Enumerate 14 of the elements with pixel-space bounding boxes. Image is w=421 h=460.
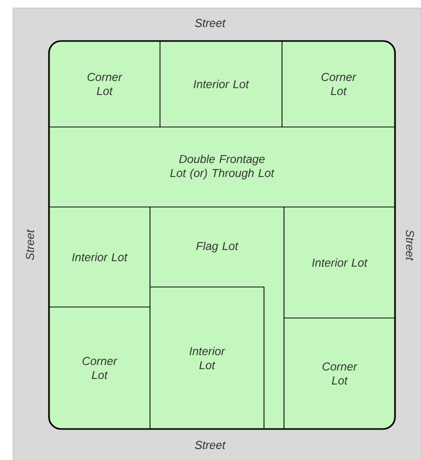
street-label: Street [26, 229, 34, 260]
lot-parcel: Interior Lot [284, 206, 395, 318]
city-block [48, 40, 396, 430]
street-label: Street [195, 18, 226, 28]
lot-parcel: Corner Lot [49, 41, 160, 128]
lot-parcel: Interior Lot [49, 206, 150, 308]
street-label: Street [406, 230, 414, 261]
lot-parcel: Corner Lot [282, 41, 395, 128]
lot-parcel: Interior Lot [150, 286, 264, 429]
street-label: Street [195, 440, 226, 450]
lot-parcel: Corner Lot [284, 318, 395, 429]
lot-parcel: Interior Lot [160, 41, 282, 128]
lot-parcel: Corner Lot [49, 306, 150, 429]
lot-parcel: Double Frontage Lot (or) Through Lot [49, 126, 395, 208]
